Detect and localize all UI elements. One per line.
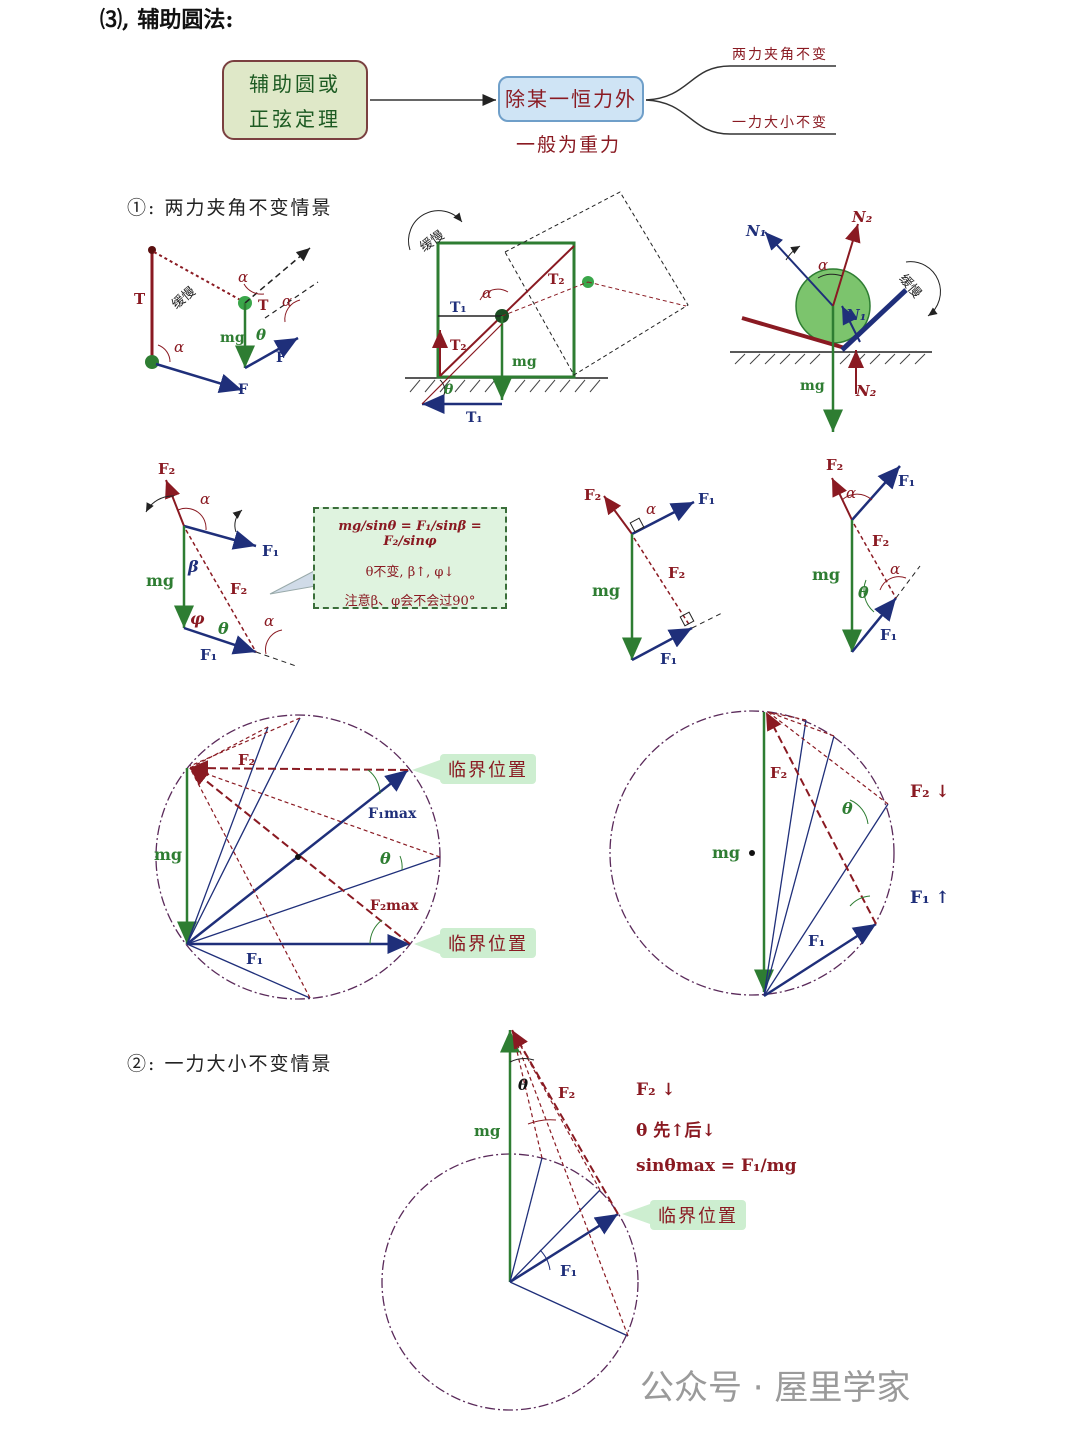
svg-text:mg: mg [146, 571, 174, 590]
svg-text:α: α [264, 612, 274, 630]
constant-force-box: 除某一恒力外 [498, 76, 644, 122]
sine-rule-trend: θ不变, β↑, φ↓ [365, 565, 455, 580]
svg-text:θ: θ [518, 1076, 528, 1094]
ball-scene: N₁ N₂ α N₁ 缓慢 mg N₂ [730, 208, 941, 432]
svg-text:T: T [258, 298, 269, 314]
f2-trend-note: F₂ ↓ [910, 782, 950, 802]
gravity-note: 一般为重力 [516, 134, 622, 156]
svg-text:F₂: F₂ [158, 460, 175, 478]
svg-text:mg: mg [712, 843, 740, 862]
force-triangle-middle: F₂ α F₁ mg F₂ F₁ [584, 486, 725, 668]
f1-trend-note: F₁ ↑ [910, 888, 950, 908]
svg-text:α: α [238, 268, 248, 286]
svg-text:缓慢: 缓慢 [169, 283, 199, 312]
svg-text:F₂max: F₂max [370, 898, 419, 914]
svg-text:α: α [200, 490, 210, 508]
svg-text:θ: θ [218, 619, 229, 638]
svg-text:mg: mg [800, 378, 825, 394]
svg-text:F₂: F₂ [238, 751, 255, 769]
svg-text:T₁: T₁ [466, 410, 483, 426]
page-heading: ⑶, 辅助圆法: [100, 7, 234, 33]
svg-text:α: α [846, 484, 856, 502]
svg-text:θ: θ [380, 849, 391, 868]
svg-text:F₂: F₂ [668, 564, 685, 582]
sine-rule-warning: 注意β、φ会不会过90° [344, 594, 476, 609]
pendulum-scene: T 缓慢 α F α T α mg θ F [134, 246, 319, 398]
critical-tag-2: 临界位置 [440, 928, 536, 958]
svg-text:α: α [818, 256, 828, 274]
section1-title: ①: 两力夹角不变情景 [127, 197, 333, 219]
sine-rule-formula: mg/sinθ = F₁/sinβ = F₂/sinφ [338, 519, 482, 549]
section2-theta-trend: θ 先↑后↓ [636, 1121, 716, 1141]
svg-text:F₂: F₂ [584, 486, 601, 504]
frame-scene: 缓慢 T₁ α T₂ T₂ mg θ T₁ [405, 191, 689, 426]
section2-f2-trend: F₂ ↓ [636, 1080, 676, 1100]
method-box: 辅助圆或 正弦定理 [222, 60, 368, 140]
svg-text:θ: θ [842, 799, 853, 818]
svg-text:T₂: T₂ [450, 338, 467, 354]
aux-circle-section2: θ F₂ mg F₁ [381, 1029, 650, 1411]
svg-text:α: α [890, 560, 900, 578]
svg-text:N₂: N₂ [851, 208, 873, 226]
svg-text:mg: mg [220, 330, 245, 346]
svg-text:F₁: F₁ [880, 626, 897, 644]
svg-text:F₂: F₂ [770, 764, 787, 782]
svg-text:F₁: F₁ [660, 650, 677, 668]
svg-text:N₂: N₂ [855, 382, 877, 400]
svg-text:F₁: F₁ [898, 472, 915, 490]
svg-text:N₁: N₁ [845, 306, 866, 324]
svg-text:F₁: F₁ [808, 932, 825, 950]
svg-text:α: α [646, 500, 656, 518]
critical-tag-3: 临界位置 [650, 1200, 746, 1230]
svg-text:缓慢: 缓慢 [417, 227, 447, 255]
mindmap-connectors [370, 65, 836, 135]
svg-text:mg: mg [812, 565, 840, 584]
svg-text:F₂: F₂ [826, 456, 843, 474]
svg-text:N₁: N₁ [745, 222, 766, 240]
svg-text:F₁: F₁ [698, 490, 715, 508]
watermark: 公众号 · 屋里学家 [640, 1368, 911, 1408]
svg-text:α: α [174, 338, 184, 356]
svg-text:mg: mg [474, 1122, 501, 1140]
svg-text:T₁: T₁ [450, 300, 467, 316]
sine-rule-box: mg/sinθ = F₁/sinβ = F₂/sinφ θ不变, β↑, φ↓ … [313, 507, 507, 609]
svg-text:F₂: F₂ [230, 580, 247, 598]
svg-text:F₂: F₂ [558, 1084, 575, 1102]
svg-text:mg: mg [154, 845, 182, 864]
svg-text:F₁: F₁ [262, 542, 279, 560]
branch-magnitude-constant: 一力大小不变 [732, 115, 828, 131]
aux-circle-left: F₂ mg F₁max θ F₂max F₁ [154, 714, 441, 1000]
section2-sin-formula: sinθmax = F₁/mg [636, 1156, 797, 1176]
method-box-line2: 正弦定理 [249, 107, 341, 131]
method-box-line1: 辅助圆或 [249, 72, 341, 96]
svg-text:F₂: F₂ [872, 532, 889, 550]
section2-title: ②: 一力大小不变情景 [127, 1053, 333, 1075]
branch-angle-constant: 两力夹角不变 [732, 47, 828, 63]
svg-text:F: F [276, 350, 286, 366]
force-triangle-right: F₂ F₁ α F₂ mg α θ F₁ [812, 456, 921, 653]
svg-text:β: β [187, 557, 199, 576]
svg-text:T: T [134, 290, 146, 308]
svg-text:T₂: T₂ [548, 272, 565, 288]
svg-text:mg: mg [512, 354, 537, 370]
svg-text:F₁: F₁ [560, 1262, 577, 1280]
critical-tag-1: 临界位置 [440, 754, 536, 784]
svg-text:φ: φ [190, 609, 205, 628]
svg-text:θ: θ [444, 382, 454, 398]
aux-circle-right: F₂ mg θ F₁ [609, 710, 895, 998]
svg-text:F₁: F₁ [246, 950, 263, 968]
svg-text:F₁: F₁ [200, 646, 217, 664]
svg-text:mg: mg [592, 581, 620, 600]
svg-text:α: α [482, 284, 492, 302]
svg-text:θ: θ [256, 326, 266, 344]
svg-text:F₁max: F₁max [368, 806, 417, 822]
svg-text:α: α [282, 292, 292, 310]
force-triangle-left: F₂ α F₁ mg β F₂ φ θ α F₁ [145, 460, 317, 667]
svg-text:F: F [238, 382, 248, 398]
svg-text:θ: θ [858, 583, 869, 602]
